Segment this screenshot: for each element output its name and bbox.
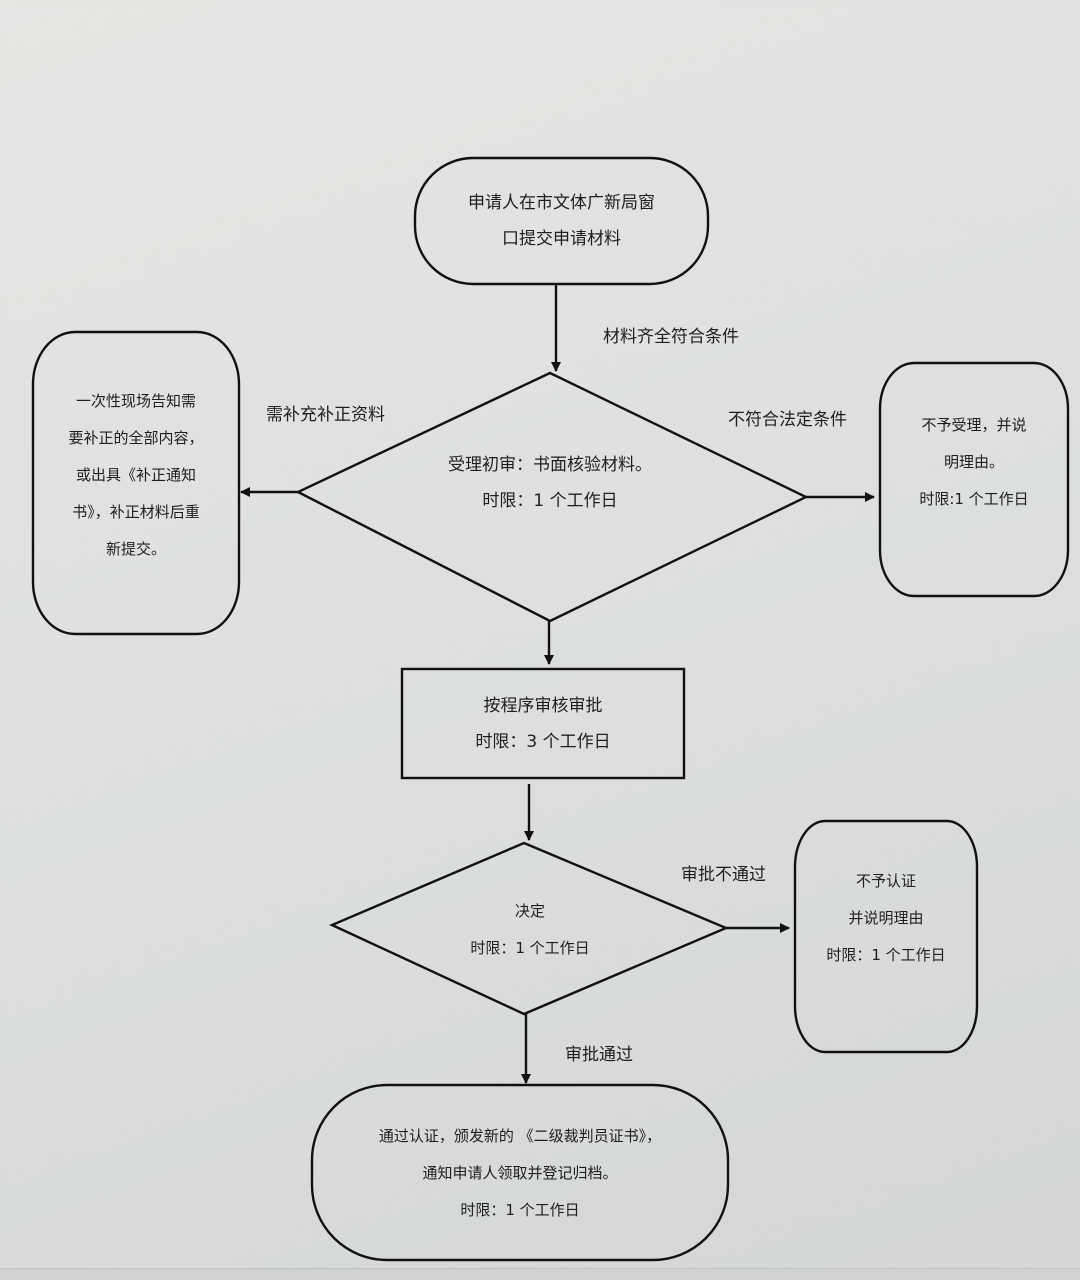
review-approve-box-shape <box>400 667 686 780</box>
reject-accept-line-1: 不予受理，并说 <box>921 416 1027 434</box>
decision-line-2: 时限：1 个工作日 <box>470 939 590 957</box>
start-line-1: 申请人在市文体广新局窗 <box>468 193 655 213</box>
initial-review-line-2: 时限：1 个工作日 <box>482 491 618 511</box>
reject-accept-box: 不予受理，并说 明理由。 时限:1 个工作日 <box>880 405 1068 520</box>
reject-cert-box-shape <box>793 819 979 1054</box>
issue-line-1: 通过认证，颁发新的 《二级裁判员证书》， <box>378 1127 662 1145</box>
issue-line-2: 通知申请人领取并登记归档。 <box>422 1164 618 1182</box>
start-line-2: 口提交申请材料 <box>502 229 621 249</box>
reject-accept-line-2: 明理由。 <box>943 453 1004 471</box>
start-terminal: 申请人在市文体广新局窗 口提交申请材料 <box>415 158 708 284</box>
reject-cert-line-3: 时限：1 个工作日 <box>826 945 946 964</box>
supplement-box-shape <box>31 330 241 636</box>
start-terminal-shape <box>413 156 710 286</box>
reject-accept-box-shape <box>878 361 1070 598</box>
supplement-line-1: 一次性现场告知需 <box>75 391 196 410</box>
issue-terminal-shape <box>310 1083 730 1262</box>
decision-line-1: 决定 <box>514 902 545 920</box>
review-approve-line-1: 按程序审核审批 <box>483 695 603 716</box>
edge-label-approved: 审批通过 <box>565 1045 633 1065</box>
initial-review-diamond: 受理初审：书面核验材料。 时限：1 个工作日 <box>400 445 700 521</box>
supplement-line-5: 新提交。 <box>105 539 166 558</box>
reject-cert-line-2: 并说明理由 <box>848 908 924 927</box>
edge-label-complete: 材料齐全符合条件 <box>603 327 739 347</box>
supplement-box: 一次性现场告知需 要补正的全部内容， 或出具《补正通知 书》，补正材料后重 新提… <box>33 380 239 570</box>
edge-label-rejected: 审批不通过 <box>681 865 766 885</box>
decision-diamond-shape <box>329 841 730 1016</box>
edge-label-need-supplement: 需补充补正资料 <box>266 405 385 425</box>
reject-cert-line-1: 不予认证 <box>855 871 916 890</box>
supplement-line-4: 书》，补正材料后重 <box>72 502 200 521</box>
supplement-line-2: 要补正的全部内容， <box>68 428 204 447</box>
initial-review-line-1: 受理初审：书面核验材料。 <box>448 455 652 475</box>
edge-label-not-conform: 不符合法定条件 <box>728 410 847 430</box>
review-approve-box: 按程序审核审批 时限：3 个工作日 <box>402 669 684 778</box>
decision-diamond: 决定 时限：1 个工作日 <box>430 893 630 967</box>
supplement-line-3: 或出具《补正通知 <box>75 465 196 484</box>
issue-terminal: 通过认证，颁发新的 《二级裁判员证书》， 通知申请人领取并登记归档。 时限：1 … <box>312 1118 728 1229</box>
review-approve-line-2: 时限：3 个工作日 <box>475 731 611 752</box>
reject-cert-box: 不予认证 并说明理由 时限：1 个工作日 <box>795 862 977 974</box>
issue-line-3: 时限：1 个工作日 <box>460 1201 580 1219</box>
page-bottom-edge <box>0 1268 1080 1280</box>
reject-accept-line-3: 时限:1 个工作日 <box>919 490 1029 508</box>
